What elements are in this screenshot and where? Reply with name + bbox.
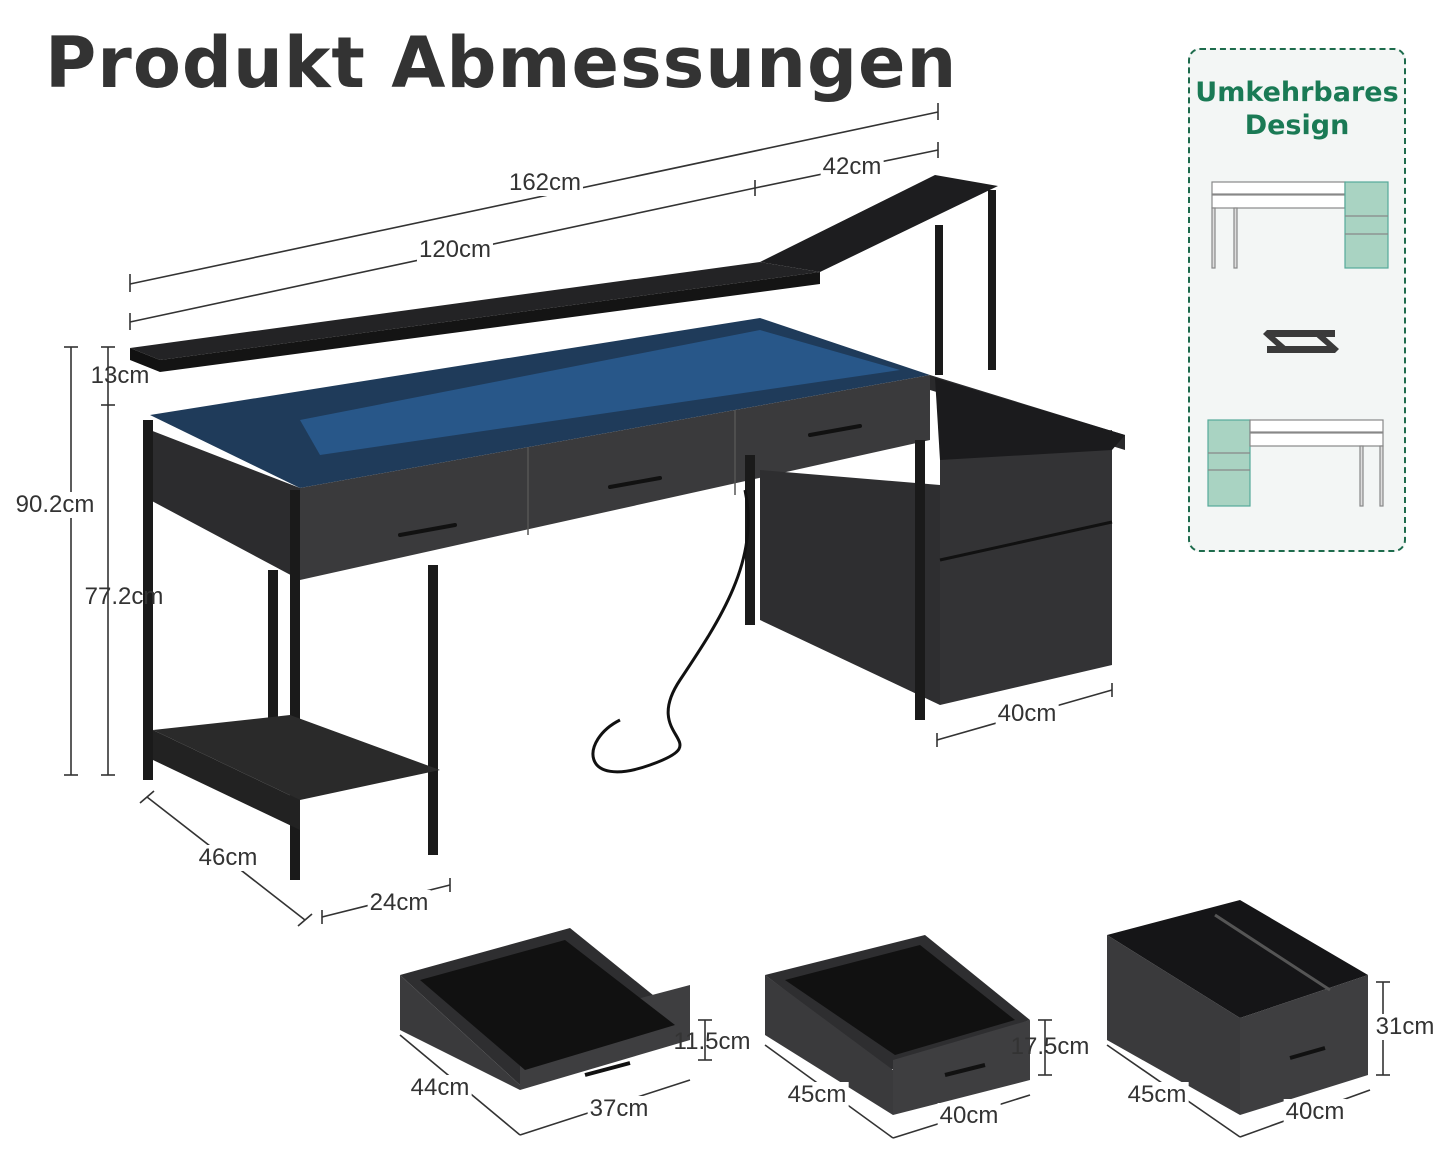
reversible-design-panel: Umkehrbares Design (1188, 48, 1406, 552)
panel-title-line-2: Design (1244, 110, 1350, 141)
total-height-label: 90.2cm (13, 491, 97, 518)
drawer-2-depth-label: 45cm (785, 1081, 849, 1108)
drawer-1-height-label: 11.5cm (673, 1028, 751, 1055)
side-shelf-width-label: 24cm (367, 889, 431, 916)
panel-title-line-1: Umkehrbares (1195, 77, 1399, 108)
layout-left-cabinet (1207, 419, 1384, 507)
cabinet-width-label: 40cm (995, 700, 1059, 727)
drawer-2-width-label: 40cm (937, 1102, 1001, 1129)
desk-height-label: 77.2cm (84, 583, 164, 610)
drawer-2-height-label: 17.5cm (1010, 1033, 1090, 1060)
reversible-design-title: Umkehrbares Design (1190, 76, 1404, 142)
drawer-1-width-label: 37cm (587, 1095, 651, 1122)
depth-label: 46cm (196, 844, 260, 871)
drawer-3-height-label: 31cm (1373, 1013, 1437, 1040)
drawer-3-width-label: 40cm (1283, 1098, 1347, 1125)
drawer-3-depth-label: 45cm (1125, 1081, 1189, 1108)
swap-arrows-icon (1263, 330, 1339, 353)
page-title: Produkt Abmessungen (45, 22, 958, 104)
drawer-1-depth-label: 44cm (408, 1074, 472, 1101)
desk-width-label: 120cm (416, 236, 494, 263)
total-width-label: 162cm (506, 169, 584, 196)
layout-right-cabinet (1211, 181, 1389, 269)
desk (130, 175, 1125, 880)
layout-diagrams (1207, 181, 1389, 507)
drawer-boxes (400, 900, 1368, 1115)
monitor-stand-height-label: 13cm (90, 362, 150, 389)
shelf-extension-label: 42cm (820, 153, 884, 180)
